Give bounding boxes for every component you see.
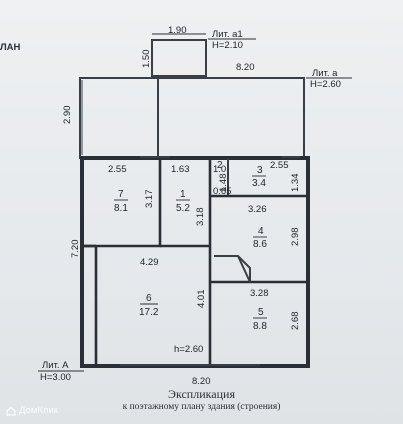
stair-diagonal bbox=[237, 255, 251, 283]
dimension-labels: 1.90 1.50 8.20 2.90 2.55 1.63 1.0 2.55 0… bbox=[62, 25, 301, 387]
watermark-text: ДомКлик bbox=[19, 405, 58, 416]
main-house bbox=[80, 156, 310, 368]
dim-veranda-depth: 2.90 bbox=[62, 106, 73, 125]
dim-room5-depth: 2.68 bbox=[290, 312, 301, 331]
dim-top-left-width: 2.55 bbox=[108, 164, 127, 175]
room-4-area: 8.6 bbox=[253, 239, 267, 250]
room-4-number: 4 bbox=[258, 226, 264, 237]
room-2-number: 2 bbox=[217, 160, 223, 171]
dim-house-depth: 7.20 bbox=[70, 240, 81, 259]
watermark: ДомКлик bbox=[6, 405, 58, 416]
room-7-number: 7 bbox=[118, 189, 124, 200]
dim-room6-width: 4.29 bbox=[140, 257, 159, 268]
lit-a1-height: Н=2.10 bbox=[212, 40, 243, 51]
main-house-outer-walls bbox=[80, 156, 310, 368]
annex-a1-walls bbox=[151, 39, 207, 77]
dim-room4-depth: 2.98 bbox=[290, 228, 301, 247]
dim-room7-depth: 3.17 bbox=[144, 190, 155, 209]
explication-subtitle: к поэтажному плану здания (строения) bbox=[122, 402, 281, 412]
domclick-logo-icon bbox=[6, 406, 16, 416]
room-7-area: 8.1 bbox=[114, 203, 128, 214]
dim-room5-width: 3.28 bbox=[250, 288, 269, 299]
room-5-number: 5 bbox=[258, 307, 264, 318]
room-1-number: 1 bbox=[180, 189, 186, 200]
dim-veranda-length: 8.20 bbox=[236, 62, 255, 73]
room-labels: 7 8.1 1 5.2 2 3 3.4 4 8.6 6 17.2 5 8.8 bbox=[114, 160, 267, 332]
dim-small-a: 0.65 bbox=[213, 186, 232, 197]
veranda-walls bbox=[79, 77, 305, 159]
inner-height: h=2.60 bbox=[174, 344, 203, 355]
lit-A-height: Н=3.00 bbox=[40, 372, 71, 383]
plan-heading: ЛАН bbox=[0, 42, 21, 53]
explication-title: Экспликация bbox=[168, 387, 235, 401]
annex-a1 bbox=[151, 33, 207, 77]
lit-A-name: Лит. А bbox=[42, 360, 69, 371]
annex-a-veranda bbox=[79, 77, 305, 159]
lit-labels: Лит. а1 Н=2.10 Лит. а Н=2.60 Лит. А Н=3.… bbox=[38, 29, 352, 383]
stair-outline bbox=[214, 255, 251, 282]
dim-small-b: 1.48 bbox=[218, 174, 229, 193]
dim-top-right-width: 2.55 bbox=[270, 160, 289, 171]
lit-a-height: Н=2.60 bbox=[310, 79, 341, 90]
dim-a1-width: 1.90 bbox=[168, 25, 187, 36]
dim-a1-depth: 1.50 bbox=[141, 50, 152, 69]
room-5-area: 8.8 bbox=[253, 321, 267, 332]
dim-room1-depth: 3.18 bbox=[195, 208, 206, 227]
dim-room6-depth: 4.01 bbox=[196, 290, 207, 309]
room-6-number: 6 bbox=[146, 293, 152, 304]
dim-bottom-length: 8.20 bbox=[192, 376, 211, 387]
room-3-number: 3 bbox=[257, 165, 263, 176]
room-6-area: 17.2 bbox=[139, 307, 159, 318]
dim-room2-width: 1.0 bbox=[213, 164, 226, 175]
dim-room4-width: 3.26 bbox=[248, 204, 267, 215]
room-3-area: 3.4 bbox=[252, 178, 266, 189]
dim-room1-width: 1.63 bbox=[171, 164, 190, 175]
dim-room3-depth: 1.34 bbox=[290, 174, 301, 193]
lit-a1-name: Лит. а1 bbox=[212, 29, 243, 40]
room-1-area: 5.2 bbox=[176, 203, 190, 214]
lit-a-name: Лит. а bbox=[312, 68, 338, 79]
